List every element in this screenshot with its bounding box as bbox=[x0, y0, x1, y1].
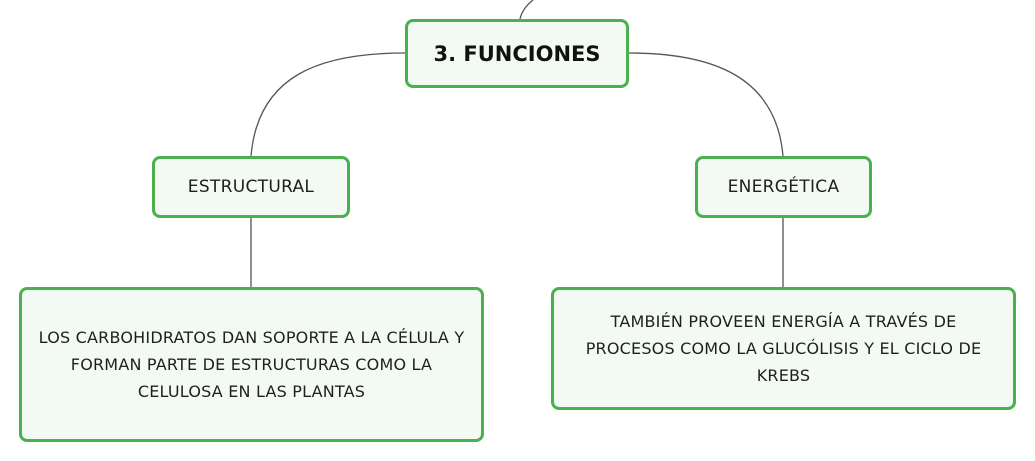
branch-node-label: ENERGÉTICA bbox=[727, 177, 840, 197]
connector-parent-to-root bbox=[519, 0, 534, 20]
connector-root-to-estructural bbox=[250, 52, 406, 157]
branch-node-energetica[interactable]: ENERGÉTICA bbox=[695, 156, 872, 218]
branch-node-label: ESTRUCTURAL bbox=[187, 177, 315, 197]
root-node[interactable]: 3. FUNCIONES bbox=[405, 19, 629, 88]
detail-node-text: TAMBIÉN PROVEEN ENERGÍA A TRAVÉS DE PROC… bbox=[585, 312, 982, 385]
connector-root-to-energetica bbox=[628, 52, 784, 157]
detail-node-energetica[interactable]: TAMBIÉN PROVEEN ENERGÍA A TRAVÉS DE PROC… bbox=[551, 287, 1016, 410]
root-node-label: 3. FUNCIONES bbox=[433, 41, 601, 66]
branch-node-estructural[interactable]: ESTRUCTURAL bbox=[152, 156, 350, 218]
detail-node-text: LOS CARBOHIDRATOS DAN SOPORTE A LA CÉLUL… bbox=[38, 328, 465, 401]
detail-node-estructural[interactable]: LOS CARBOHIDRATOS DAN SOPORTE A LA CÉLUL… bbox=[19, 287, 484, 442]
